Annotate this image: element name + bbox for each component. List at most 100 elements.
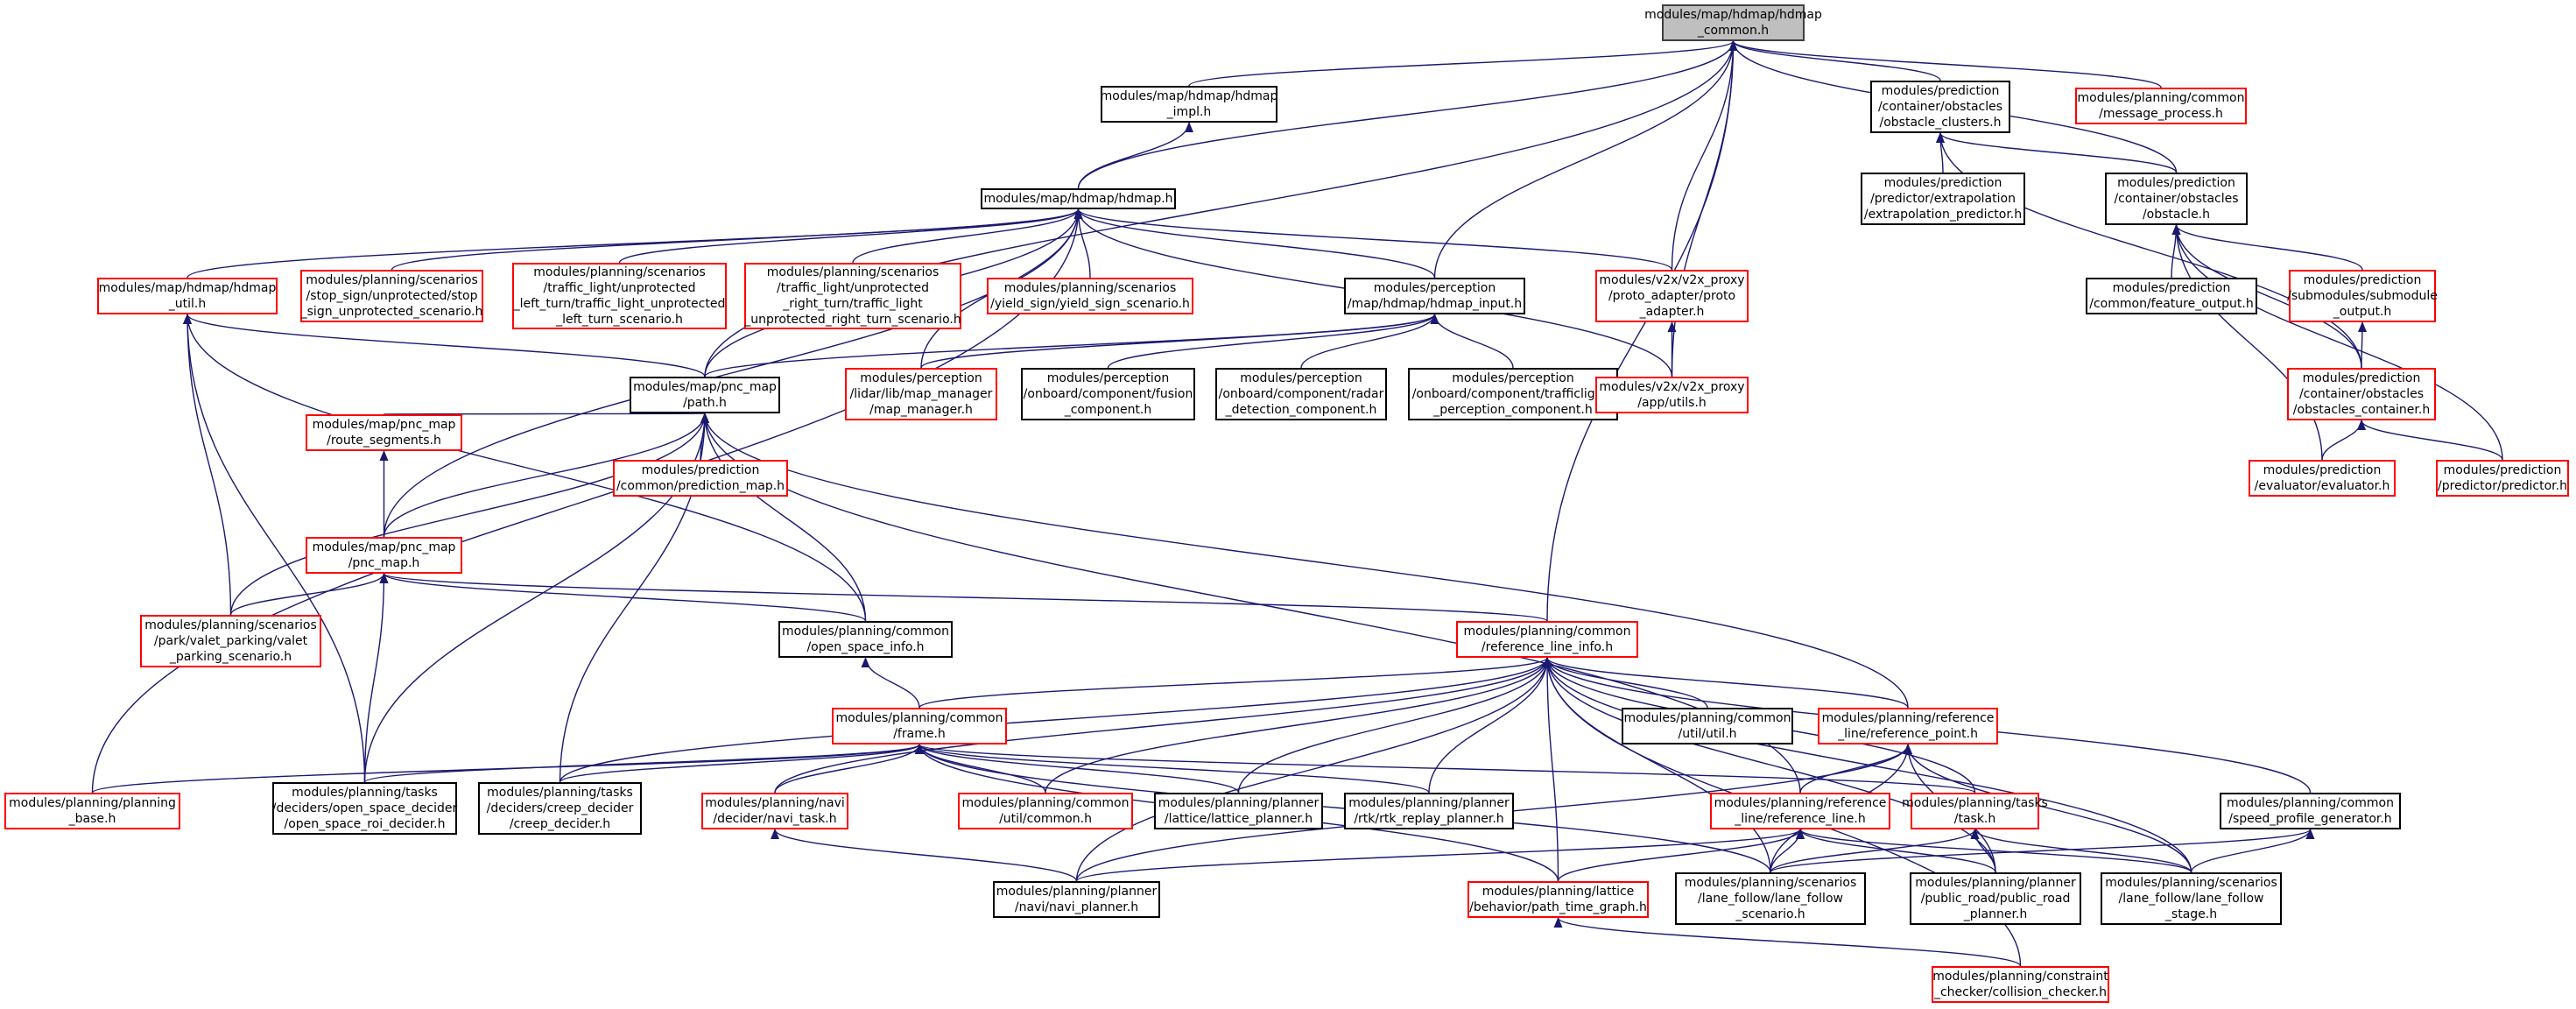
- node-reference-line-info[interactable]: modules/planning/common /reference_line_…: [1456, 621, 1638, 658]
- edge-n13-to-n0: [1671, 40, 1738, 271]
- node-yield-sign-scenario[interactable]: modules/planning/scenarios /yield_sign/y…: [987, 278, 1193, 314]
- node-speed-profile-generator[interactable]: modules/planning/common /speed_profile_g…: [2220, 793, 2401, 829]
- node-submodule-output[interactable]: modules/prediction /submodules/submodule…: [2287, 270, 2438, 322]
- node-evaluator[interactable]: modules/prediction /evaluator/evaluator.…: [2249, 460, 2396, 497]
- node-frame[interactable]: modules/planning/common /frame.h: [832, 708, 1007, 744]
- edge-n33-to-n30: [1543, 657, 1909, 709]
- edge-n1-to-n0: [1188, 40, 1738, 87]
- edge-n4-to-n0: [1077, 40, 1738, 189]
- edge-n42-to-n31: [915, 744, 1976, 794]
- node-path-time-graph[interactable]: modules/planning/lattice /behavior/path_…: [1467, 881, 1649, 918]
- node-open-space-info[interactable]: modules/planning/common /open_space_info…: [778, 621, 953, 658]
- edge-n35-to-n27: [363, 573, 389, 783]
- node-hdmap-impl[interactable]: modules/map/hdmap/hdmap _impl.h: [1101, 86, 1277, 123]
- edge-n39-to-n30: [1237, 657, 1552, 794]
- node-hdmap-util[interactable]: modules/map/hdmap/hdmap _util.h: [97, 278, 278, 314]
- edge-n29-to-n16: [700, 413, 867, 622]
- edge-n15-to-n6: [2171, 224, 2363, 271]
- node-obstacle-clusters[interactable]: modules/prediction /container/obstacles …: [1870, 81, 2010, 133]
- node-hdmap[interactable]: modules/map/hdmap/hdmap.h: [981, 188, 1176, 209]
- node-creep-decider[interactable]: modules/planning/tasks /deciders/creep_d…: [478, 782, 642, 835]
- edge-n45-to-n41: [1557, 829, 1805, 882]
- edge-n44-to-n41: [1075, 829, 1805, 882]
- edge-n41-to-n33: [1799, 744, 1912, 794]
- node-rtk-replay-planner[interactable]: modules/planning/planner /rtk/rtk_replay…: [1344, 793, 1514, 829]
- node-fusion-component[interactable]: modules/perception /onboard/component/fu…: [1021, 368, 1195, 420]
- edge-n12-to-n0: [1433, 40, 1738, 279]
- edge-n48-to-n41: [1796, 829, 2192, 873]
- node-hdmap-input[interactable]: modules/perception /map/hdmap/hdmap_inpu…: [1344, 278, 1525, 314]
- edge-n2-to-n0: [1728, 40, 1941, 81]
- node-open-space-roi-decider[interactable]: modules/planning/tasks /deciders/open_sp…: [272, 782, 457, 835]
- edge-n40-to-n31: [915, 744, 1430, 794]
- edge-n48-to-n42: [1970, 829, 2192, 873]
- node-trafficlights-perception-component[interactable]: modules/perception /onboard/component/tr…: [1408, 368, 1618, 420]
- edge-n6-to-n2: [1936, 132, 2178, 173]
- edge-n36-to-n31: [559, 744, 924, 783]
- node-extrapolation-predictor[interactable]: modules/prediction /predictor/extrapolat…: [1861, 173, 2025, 225]
- node-public-road-planner[interactable]: modules/planning/planner /public_road/pu…: [1910, 872, 2081, 925]
- edge-n10-to-n4: [852, 208, 1083, 264]
- node-radar-detection-component[interactable]: modules/perception /onboard/component/ra…: [1215, 368, 1387, 420]
- node-planning-util-common[interactable]: modules/planning/common /util/common.h: [958, 793, 1133, 829]
- node-feature-output[interactable]: modules/prediction /common/feature_outpu…: [2086, 278, 2257, 314]
- node-pnc-map[interactable]: modules/map/pnc_map /pnc_map.h: [306, 537, 462, 574]
- node-traffic-light-right-turn-scenario[interactable]: modules/planning/scenarios /traffic_ligh…: [744, 263, 961, 329]
- edge-n22-to-n6: [2171, 224, 2362, 369]
- edge-n37-to-n30: [774, 657, 1552, 794]
- node-navi-planner[interactable]: modules/planning/planner /navi/navi_plan…: [993, 881, 1160, 918]
- node-reference-line[interactable]: modules/planning/reference _line/referen…: [1710, 793, 1890, 829]
- node-path[interactable]: modules/map/pnc_map /path.h: [630, 377, 780, 413]
- node-lattice-planner[interactable]: modules/planning/planner /lattice/lattic…: [1154, 793, 1323, 829]
- edge-n12-to-n4: [1073, 208, 1436, 279]
- node-proto-adapter[interactable]: modules/v2x/v2x_proxy /proto_adapter/pro…: [1595, 270, 1749, 322]
- node-collision-checker[interactable]: modules/planning/constraint _checker/col…: [1932, 966, 2109, 1003]
- edge-n22-to-n2: [1936, 132, 2362, 369]
- edge-n11-to-n4: [1073, 208, 1091, 279]
- edge-n48-to-n33: [1904, 744, 2192, 873]
- node-traffic-light-left-turn-scenario[interactable]: modules/planning/scenarios /traffic_ligh…: [512, 263, 727, 329]
- edge-n40-to-n30: [1428, 657, 1552, 794]
- node-route-segments[interactable]: modules/map/pnc_map /route_segments.h: [306, 414, 462, 451]
- node-prediction-map[interactable]: modules/prediction /common/prediction_ma…: [613, 460, 788, 497]
- node-lane-follow-scenario[interactable]: modules/planning/scenarios /lane_follow/…: [1675, 872, 1866, 925]
- edge-n17-to-n12: [920, 314, 1439, 369]
- node-map-manager[interactable]: modules/perception /lidar/lib/map_manage…: [845, 368, 997, 420]
- node-lane-follow-stage[interactable]: modules/planning/scenarios /lane_follow/…: [2101, 872, 2282, 925]
- edge-n3-to-n0: [1728, 40, 2162, 88]
- node-stop-sign-scenario[interactable]: modules/planning/scenarios /stop_sign/un…: [300, 270, 483, 322]
- node-task[interactable]: modules/planning/tasks /task.h: [1902, 793, 2048, 829]
- node-navi-task[interactable]: modules/planning/navi /decider/navi_task…: [701, 793, 848, 829]
- edge-n37-to-n31: [774, 744, 924, 794]
- edge-n13-to-n4: [1073, 208, 1673, 271]
- node-v2x-utils[interactable]: modules/v2x/v2x_proxy /app/utils.h: [1595, 377, 1749, 413]
- edge-n39-to-n31: [915, 744, 1240, 794]
- node-planning-base[interactable]: modules/planning/planning _base.h: [4, 793, 180, 829]
- edge-n30-to-n0: [1546, 40, 1738, 622]
- node-message-process[interactable]: modules/planning/common /message_process…: [2075, 88, 2247, 124]
- edge-n4-to-n1: [1077, 122, 1193, 189]
- node-valet-parking-scenario[interactable]: modules/planning/scenarios /park/valet_p…: [140, 615, 321, 667]
- node-reference-point[interactable]: modules/planning/reference _line/referen…: [1818, 708, 1998, 744]
- node-hdmap-common[interactable]: modules/map/hdmap/hdmap _common.h: [1644, 4, 1822, 41]
- edge-n35-to-n31: [363, 744, 924, 783]
- node-util[interactable]: modules/planning/common /util/util.h: [1622, 708, 1793, 744]
- node-obstacles-container[interactable]: modules/prediction /container/obstacles …: [2287, 368, 2436, 420]
- edge-n27-to-n16: [383, 413, 709, 538]
- edge-n25-to-n6: [2171, 224, 2323, 461]
- edge-n26-to-n22: [2357, 420, 2503, 461]
- edge-n28-to-n27: [229, 573, 389, 616]
- edge-n38-to-n30: [1045, 657, 1552, 794]
- edge-n49-to-n45: [1553, 917, 2022, 967]
- edge-n29-to-n27: [379, 573, 867, 622]
- edge-n47-to-n41: [1796, 829, 1996, 873]
- edge-n45-to-n30: [1543, 657, 1559, 882]
- edge-n35-to-n7: [183, 314, 366, 783]
- edge-n29-to-n7: [183, 314, 867, 622]
- node-predictor[interactable]: modules/prediction /predictor/predictor.…: [2436, 460, 2569, 497]
- edge-n34-to-n4: [91, 208, 1083, 794]
- edge-n48-to-n43: [2190, 829, 2315, 873]
- node-obstacle[interactable]: modules/prediction /container/obstacles …: [2105, 173, 2248, 225]
